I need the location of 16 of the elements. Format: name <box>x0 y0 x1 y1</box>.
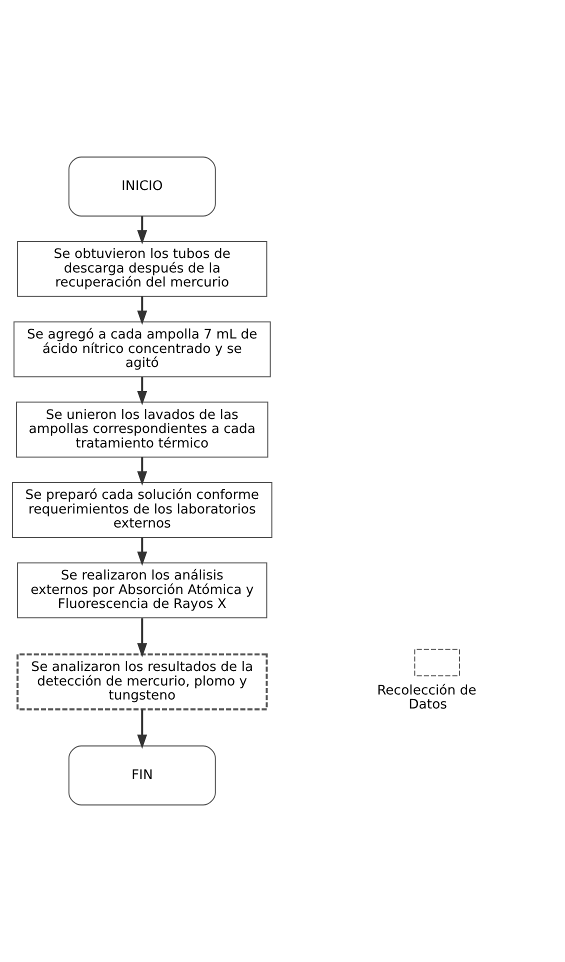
arrow <box>137 709 148 749</box>
node-box: Se obtuvieron los tubos de descarga después de la recuperación del mercurio <box>17 240 268 297</box>
node-box: Se preparó cada solución conforme requerimientos de los laboratorios externos <box>12 482 272 538</box>
arrow <box>137 296 148 325</box>
node-box: Se realizaron los análisis externos por Absorción Atómica y Fluorescencia de Rayos X <box>17 562 268 618</box>
node-box: Se unieron los lavados de las ampollas correspondientes a cada tratamiento térmico <box>16 402 268 458</box>
node-box: INICIO <box>68 156 216 217</box>
legend-label: Recolección de Datos <box>377 683 476 713</box>
arrow <box>137 618 148 658</box>
node-box: Se agregó a cada ampolla 7 mL de ácido nítrico concentrado y se agitó <box>14 321 271 378</box>
node-box: Se analizaron los resultados de la detección de mercurio, plomo y tungsteno <box>16 653 268 710</box>
arrow <box>137 216 148 244</box>
arrow <box>137 457 148 486</box>
arrow <box>137 376 148 406</box>
node-box: FIN <box>68 745 216 806</box>
arrow <box>137 538 148 566</box>
